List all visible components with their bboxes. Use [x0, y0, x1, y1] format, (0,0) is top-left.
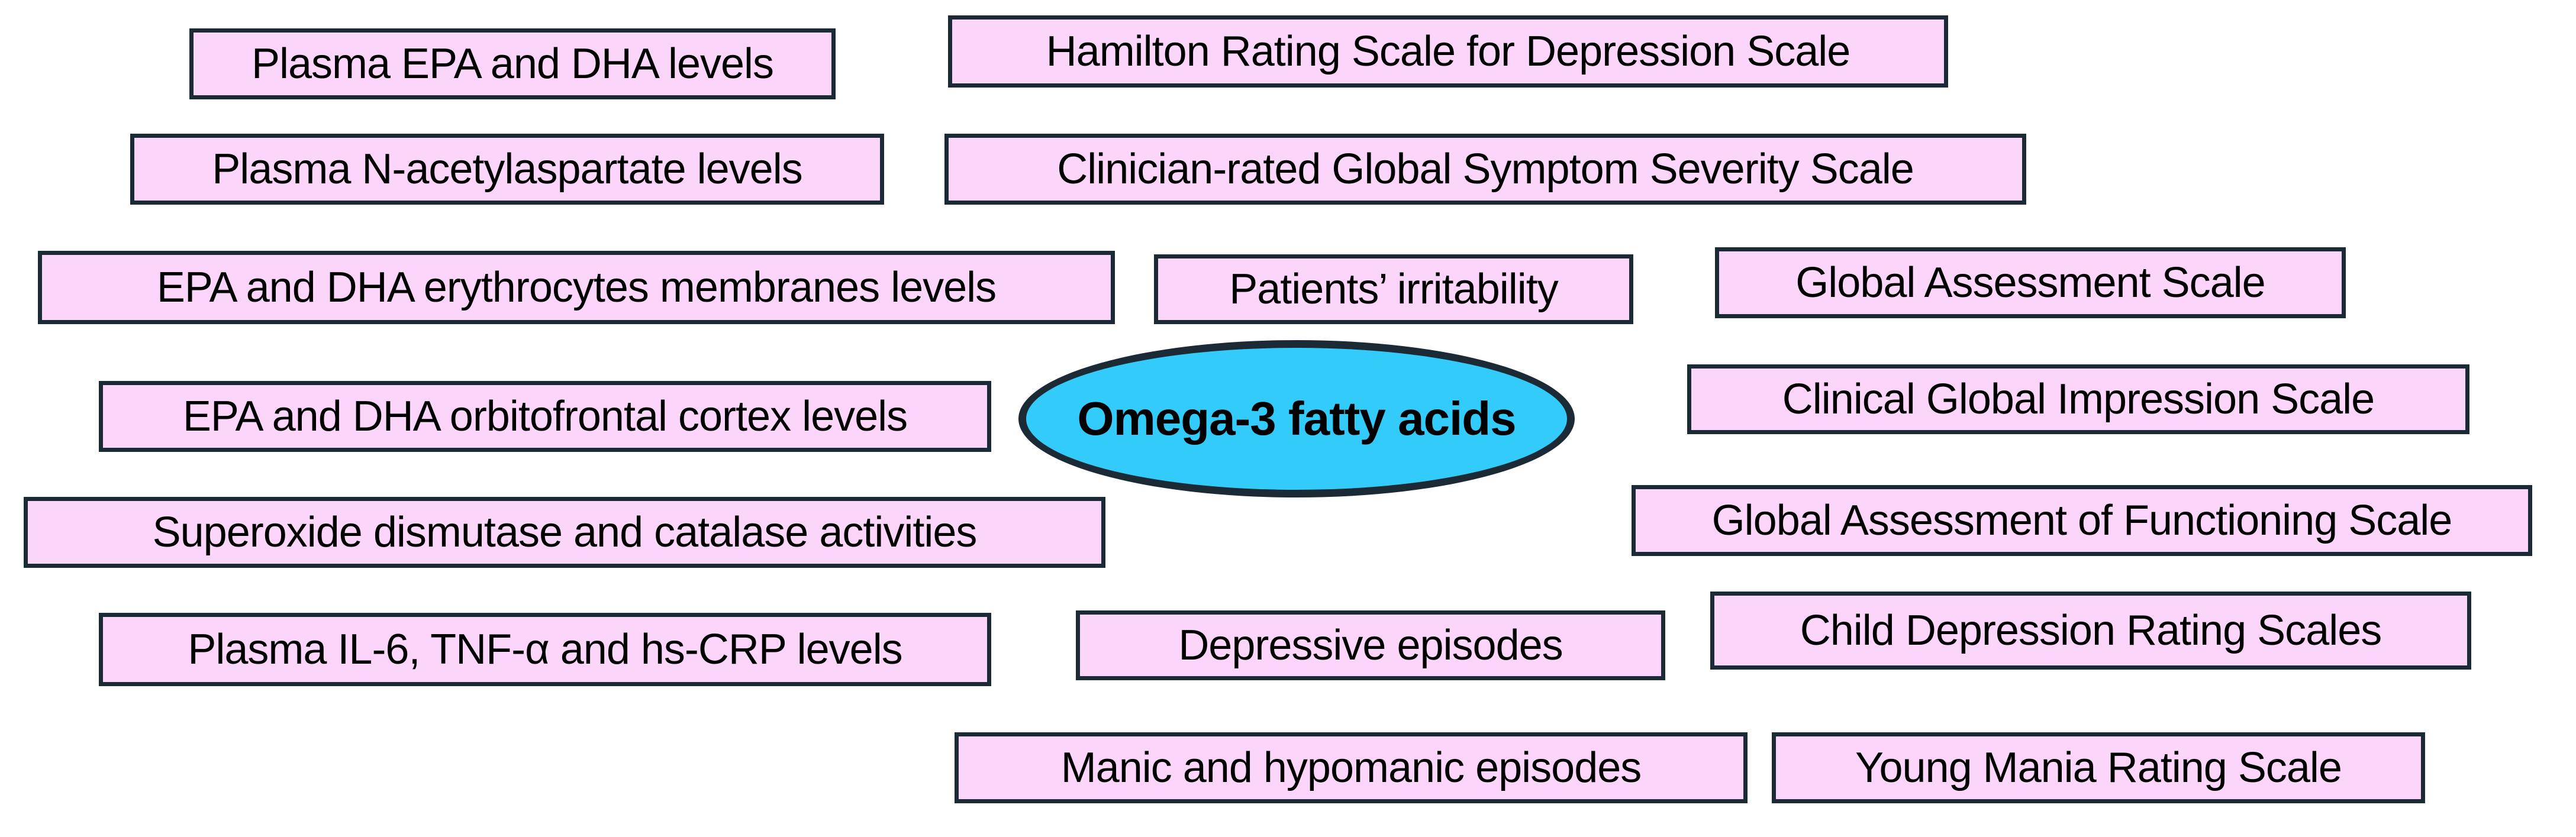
- node-child-depression-rating-scales: Child Depression Rating Scales: [1710, 592, 2471, 670]
- node-epa-dha-erythrocytes-membranes-levels: EPA and DHA erythrocytes membranes level…: [38, 251, 1115, 324]
- node-plasma-il6-tnfa-hscrp-levels: Plasma IL-6, TNF-α and hs-CRP levels: [99, 613, 991, 686]
- node-clinical-global-impression-scale: Clinical Global Impression Scale: [1687, 364, 2469, 434]
- node-label: Young Mania Rating Scale: [1855, 744, 2342, 791]
- node-label: Superoxide dismutase and catalase activi…: [152, 509, 978, 556]
- node-plasma-n-acetylaspartate-levels: Plasma N-acetylaspartate levels: [130, 134, 884, 205]
- node-label: Hamilton Rating Scale for Depression Sca…: [1046, 28, 1851, 75]
- node-label: EPA and DHA erythrocytes membranes level…: [156, 264, 997, 311]
- node-label: Plasma EPA and DHA levels: [251, 40, 774, 88]
- node-global-assessment-scale: Global Assessment Scale: [1715, 247, 2346, 318]
- node-label: Depressive episodes: [1178, 622, 1563, 669]
- node-label: Patients’ irritability: [1229, 266, 1559, 313]
- node-label: Clinical Global Impression Scale: [1782, 376, 2375, 423]
- node-label: Child Depression Rating Scales: [1800, 607, 2382, 654]
- node-plasma-epa-dha-levels: Plasma EPA and DHA levels: [189, 28, 836, 99]
- node-hamilton-rating-scale: Hamilton Rating Scale for Depression Sca…: [948, 15, 1948, 88]
- node-label: Plasma IL-6, TNF-α and hs-CRP levels: [188, 626, 902, 673]
- node-manic-hypomanic-episodes: Manic and hypomanic episodes: [955, 732, 1748, 803]
- node-global-assessment-of-functioning-scale: Global Assessment of Functioning Scale: [1632, 485, 2532, 556]
- node-label: Global Assessment of Functioning Scale: [1711, 497, 2453, 544]
- center-node-label: Omega-3 fatty acids: [1077, 392, 1516, 445]
- node-label: Manic and hypomanic episodes: [1060, 744, 1642, 791]
- node-label: Plasma N-acetylaspartate levels: [212, 146, 802, 193]
- node-young-mania-rating-scale: Young Mania Rating Scale: [1772, 732, 2425, 803]
- center-node-omega-3-fatty-acids: Omega-3 fatty acids: [1018, 340, 1575, 497]
- node-superoxide-dismutase-catalase-activities: Superoxide dismutase and catalase activi…: [24, 497, 1105, 568]
- node-label: Global Assessment Scale: [1795, 259, 2265, 306]
- node-patients-irritability: Patients’ irritability: [1154, 254, 1633, 324]
- node-depressive-episodes: Depressive episodes: [1076, 610, 1665, 680]
- node-label: EPA and DHA orbitofrontal cortex levels: [182, 393, 908, 440]
- node-label: Clinician-rated Global Symptom Severity …: [1057, 146, 1914, 193]
- node-clinician-rated-global-symptom-severity-scale: Clinician-rated Global Symptom Severity …: [944, 134, 2026, 205]
- node-epa-dha-orbitofrontal-cortex-levels: EPA and DHA orbitofrontal cortex levels: [99, 381, 991, 452]
